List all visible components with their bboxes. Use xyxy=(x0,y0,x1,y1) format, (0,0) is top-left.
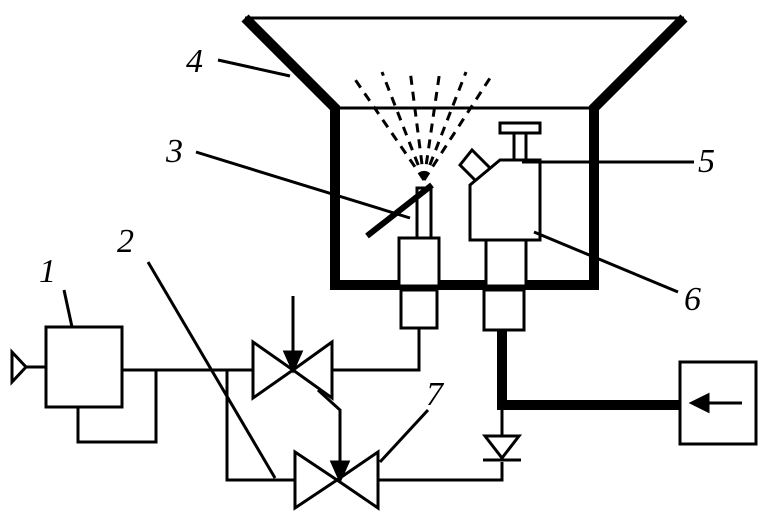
high-pressure-line xyxy=(497,330,680,410)
nozzle-assembly xyxy=(365,182,441,330)
leader-6 xyxy=(533,230,679,294)
leader-1 xyxy=(62,289,74,328)
supply-arrow-head xyxy=(688,392,710,414)
hood-right-wall xyxy=(589,14,688,285)
piping xyxy=(76,328,504,482)
nozzle-fitting xyxy=(399,288,439,330)
hood-left-wall xyxy=(241,14,340,285)
label-3: 3 xyxy=(165,133,183,170)
label-5: 5 xyxy=(698,143,715,180)
label-7: 7 xyxy=(426,376,445,413)
supply-box xyxy=(678,360,758,446)
control-valve-upper-left xyxy=(251,339,296,401)
nozzle-body xyxy=(397,236,441,288)
valve-body xyxy=(484,238,528,288)
regulator-feedback-loop xyxy=(76,368,158,444)
label-4: 4 xyxy=(186,43,203,80)
label-6: 6 xyxy=(684,281,701,318)
valve-7-arrow xyxy=(329,460,351,484)
valve-7-left xyxy=(293,449,340,511)
control-valve-upper-arrow xyxy=(282,350,304,374)
valve-7 xyxy=(293,449,380,511)
deflector-plate xyxy=(365,182,434,239)
valve-fitting xyxy=(482,288,526,332)
regulator-block xyxy=(10,325,124,409)
hood-funnel xyxy=(241,14,688,290)
spray-fan xyxy=(350,69,494,181)
valve-7-right xyxy=(334,449,380,511)
leader-lines xyxy=(62,58,694,479)
regulator-box xyxy=(44,325,124,409)
valve7-to-check-pipe xyxy=(378,462,504,482)
sprinkler-head xyxy=(468,158,542,242)
leader-3 xyxy=(195,150,411,220)
bypass-pipe xyxy=(225,370,295,482)
check-valve xyxy=(481,405,523,462)
leader-2 xyxy=(146,261,277,479)
valve-to-nozzle-pipe xyxy=(332,328,421,372)
source-triangle xyxy=(10,348,29,386)
check-valve-triangle xyxy=(481,434,523,461)
valve-link-pipe xyxy=(316,388,342,468)
control-valve-upper xyxy=(251,296,334,401)
sprinkler-stem xyxy=(512,131,528,163)
label-1: 1 xyxy=(39,253,56,290)
leader-4 xyxy=(217,58,291,78)
leader-7 xyxy=(378,408,430,464)
control-valve-upper-right xyxy=(290,339,334,401)
label-2: 2 xyxy=(117,223,134,260)
sprinkler-assembly xyxy=(457,121,542,332)
